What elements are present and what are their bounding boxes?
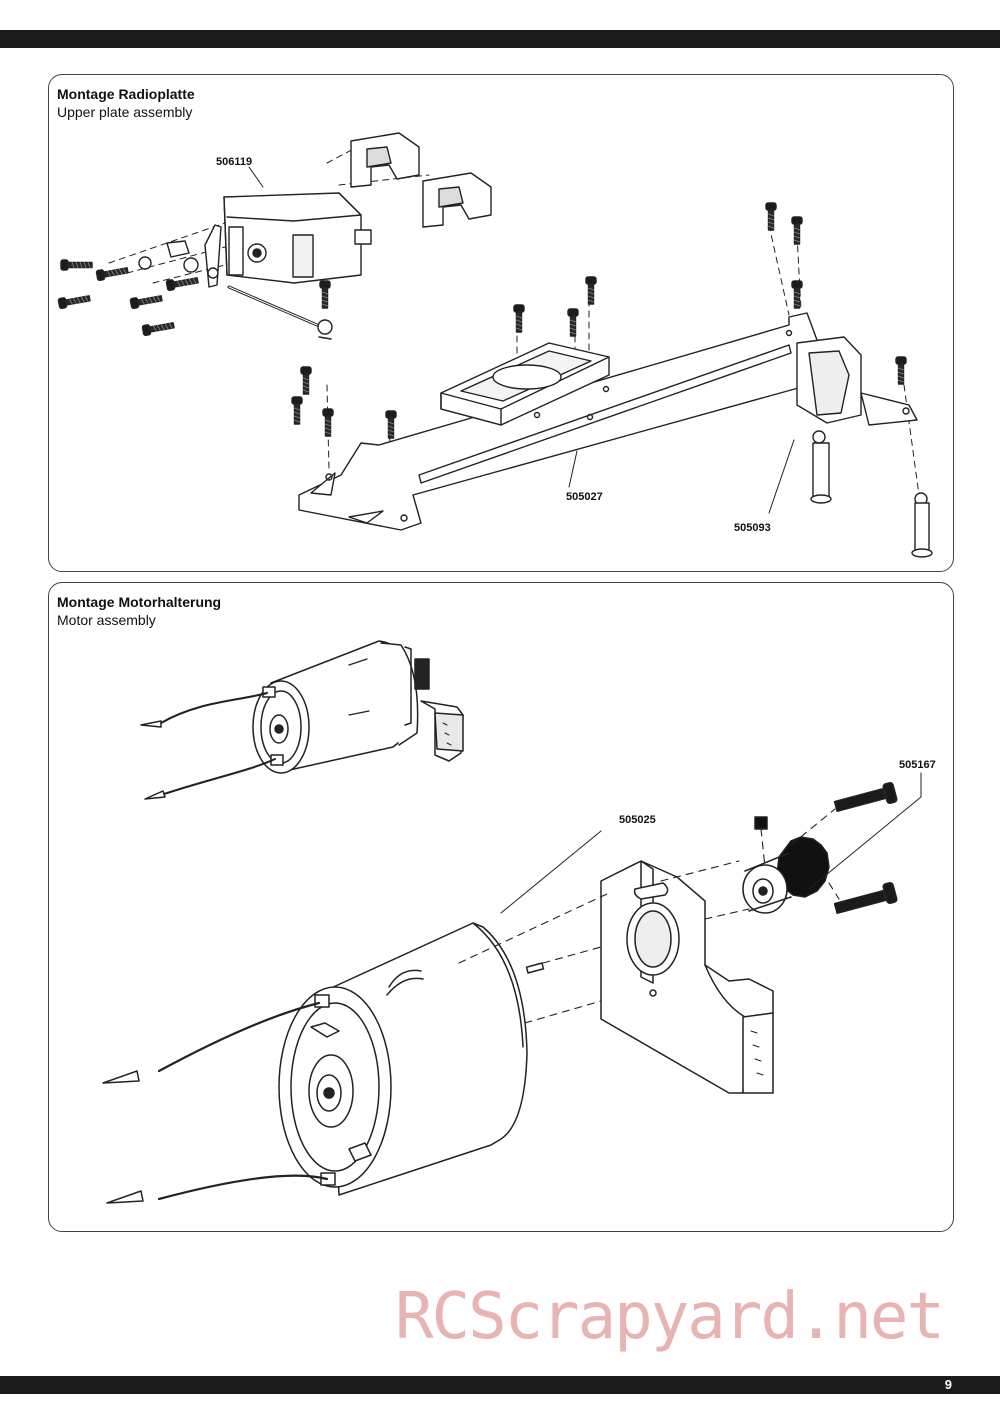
footer-bar bbox=[0, 1376, 1000, 1394]
motor-assembly-title-en: Motor assembly bbox=[57, 612, 156, 628]
part-label-505093: 505093 bbox=[734, 522, 771, 534]
header-bar bbox=[0, 30, 1000, 48]
upper-plate-panel: Montage Radioplatte Upper plate assembly bbox=[48, 74, 954, 572]
motor-assembly-panel: Montage Motorhalterung Motor assembly bbox=[48, 582, 954, 1232]
upper-plate-title: Montage Radioplatte Upper plate assembly bbox=[57, 85, 195, 121]
motor-assembly-title-de: Montage Motorhalterung bbox=[57, 594, 222, 610]
motor-assembly-title: Montage Motorhalterung Motor assembly bbox=[57, 593, 221, 629]
part-label-505167: 505167 bbox=[899, 759, 936, 771]
upper-plate-diagram: 506119 505027 505093 bbox=[57, 132, 933, 558]
watermark-text: RCScrapyard.net bbox=[395, 1280, 945, 1354]
page-number: 9 bbox=[944, 1377, 952, 1392]
part-label-506119: 506119 bbox=[216, 156, 252, 168]
upper-plate-title-de: Montage Radioplatte bbox=[57, 86, 195, 102]
part-label-505025: 505025 bbox=[619, 814, 656, 826]
motor-assembly-diagram: 505167 505025 bbox=[102, 640, 936, 1204]
part-label-505027: 505027 bbox=[566, 491, 603, 503]
upper-plate-title-en: Upper plate assembly bbox=[57, 104, 193, 120]
